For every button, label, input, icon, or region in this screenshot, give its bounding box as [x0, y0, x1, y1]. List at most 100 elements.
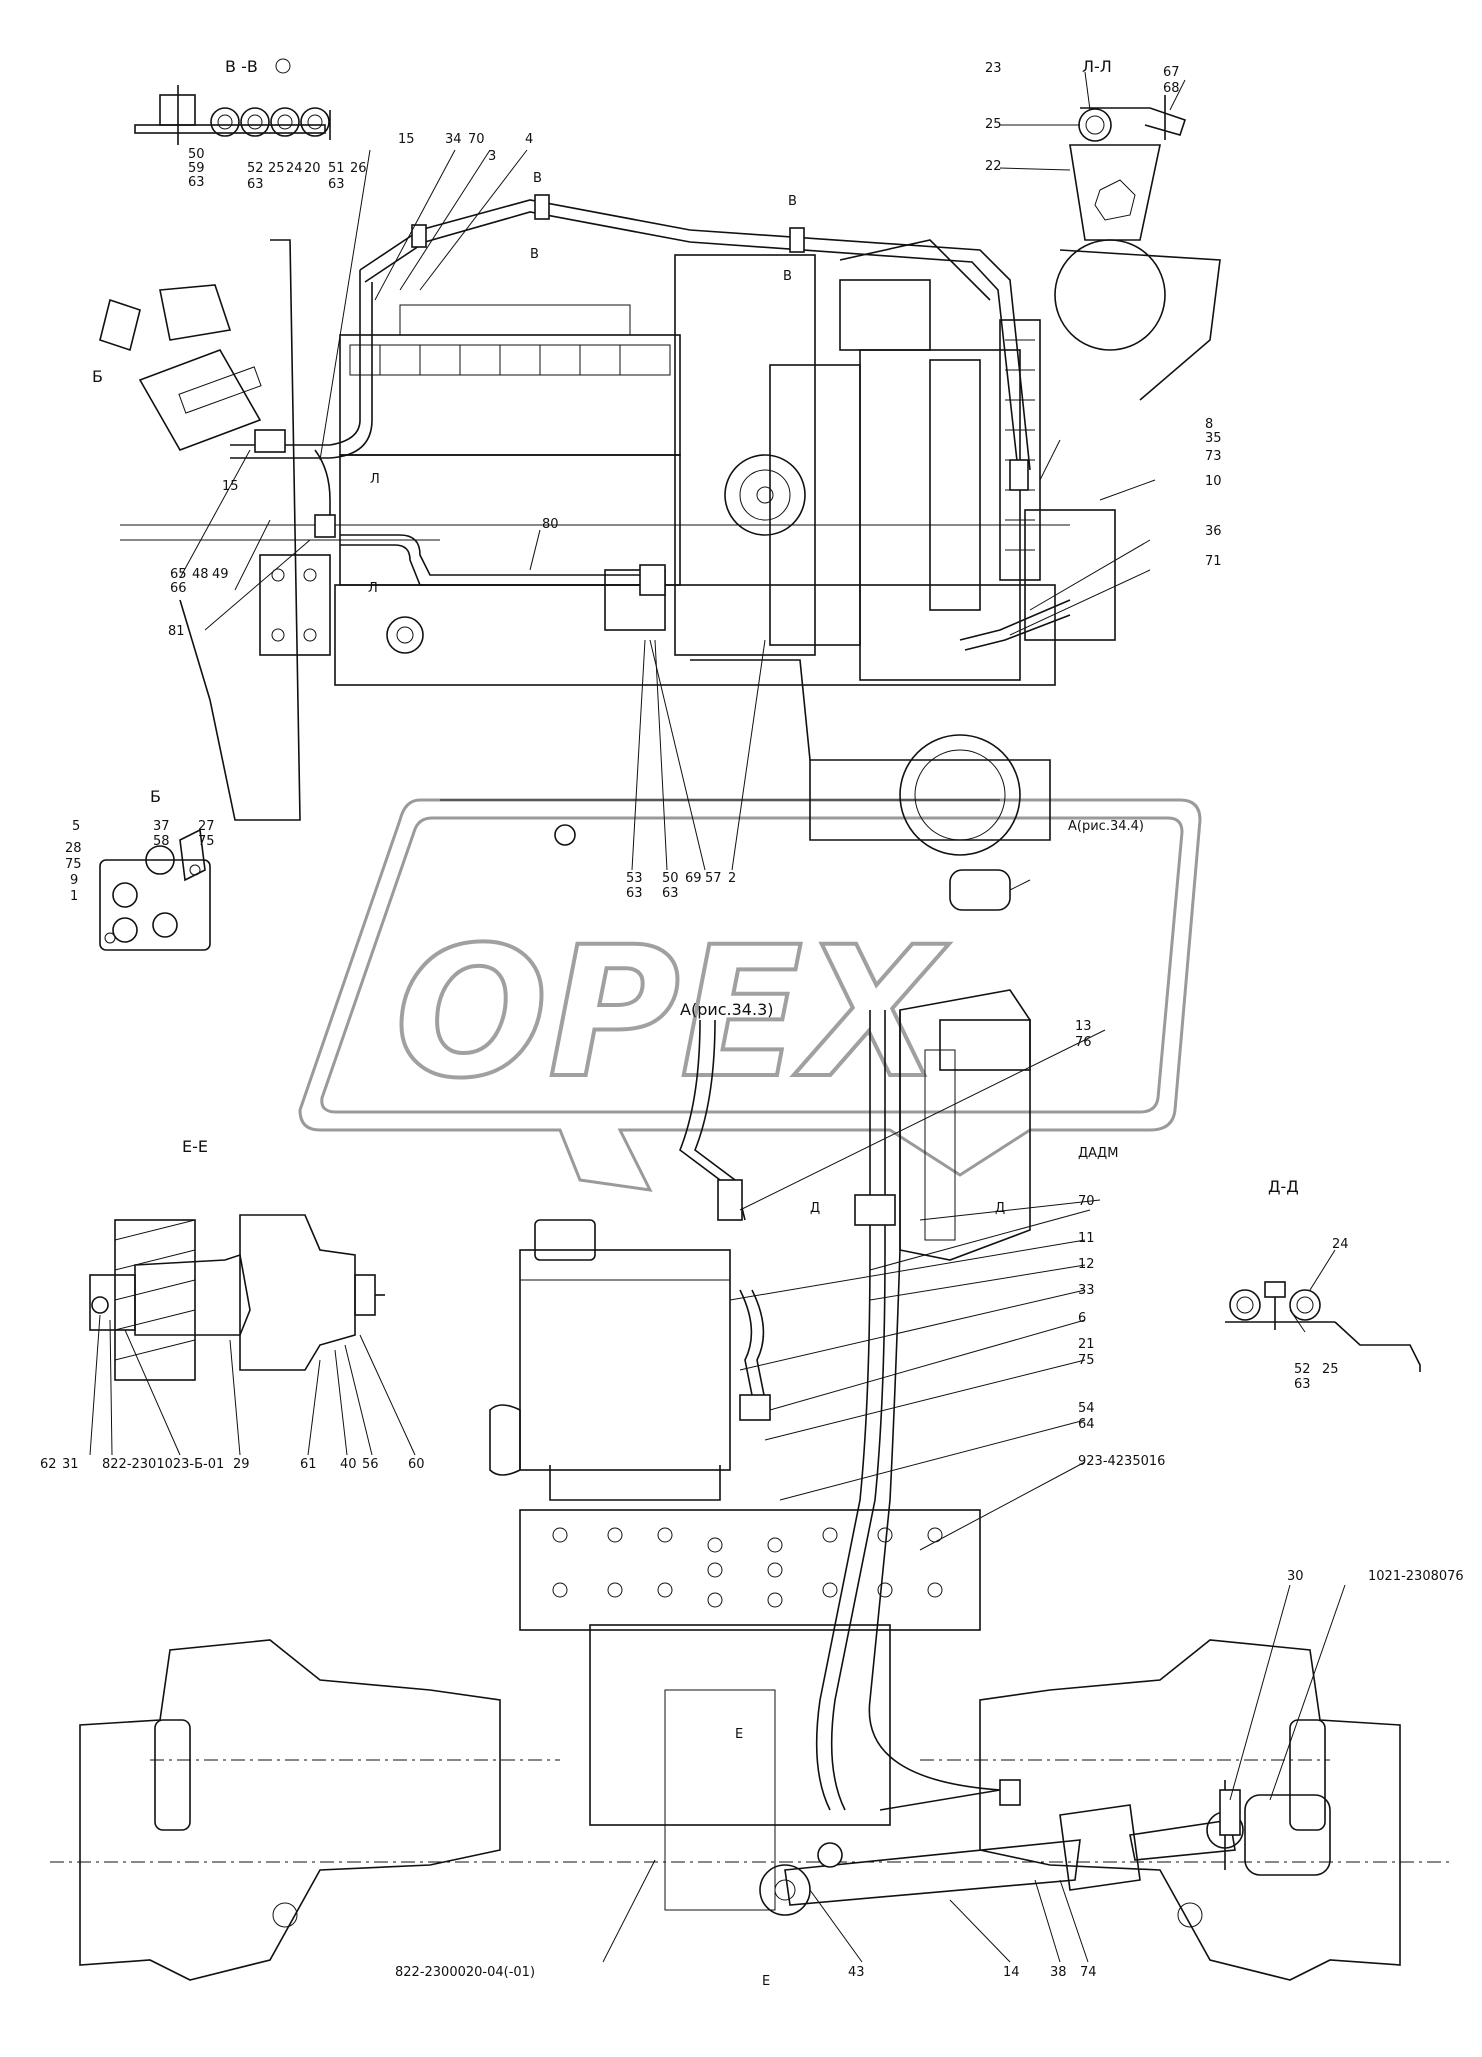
callout-20: 20 — [304, 161, 321, 176]
callout-67: 67 — [1163, 65, 1180, 80]
callout-68: 68 — [1163, 81, 1180, 96]
part-number-822-2301023: 822-2301023-Б-01 — [102, 1457, 224, 1472]
detail-dd — [1225, 1281, 1421, 1372]
callout-1: 1 — [70, 889, 78, 904]
label-dadm: ДАДМ — [1078, 1146, 1118, 1161]
callout-62: 62 — [40, 1457, 57, 1472]
callout-70-a: 70 — [468, 132, 485, 147]
callout-63-e: 63 — [662, 886, 679, 901]
callout-64: 64 — [1078, 1417, 1095, 1432]
callout-21: 21 — [1078, 1337, 1095, 1352]
callout-4: 4 — [525, 132, 533, 147]
watermark: OPEX — [298, 798, 1202, 1192]
callout-13: 13 — [1075, 1019, 1092, 1034]
callout-50-b: 50 — [662, 871, 679, 886]
callout-25-b: 25 — [985, 117, 1002, 132]
callout-33: 33 — [1078, 1283, 1095, 1298]
callout-37: 37 — [153, 819, 170, 834]
section-label-ll: Л-Л — [1082, 57, 1112, 76]
callout-81: 81 — [168, 624, 185, 639]
callout-65: 65 — [170, 567, 187, 582]
marker-v-2: В — [530, 247, 539, 262]
upper-hose-routing — [230, 194, 1071, 651]
callout-56: 56 — [362, 1457, 379, 1472]
callout-73: 73 — [1205, 449, 1222, 464]
callout-11: 11 — [1078, 1231, 1095, 1246]
callout-14: 14 — [1003, 1965, 1020, 1980]
callout-48: 48 — [192, 567, 209, 582]
callout-5: 5 — [72, 819, 80, 834]
section-label-b-side: Б — [92, 367, 103, 386]
callout-63-f: 63 — [1294, 1377, 1311, 1392]
watermark-text: OPEX — [395, 909, 950, 1118]
callout-63-c: 63 — [328, 177, 345, 192]
section-label-ee: Е-Е — [182, 1137, 208, 1156]
marker-e-bottom: Е — [762, 1974, 770, 1989]
engine-block — [99, 239, 1221, 911]
callout-24-a: 24 — [286, 161, 303, 176]
callout-15-a: 15 — [398, 132, 415, 147]
callout-2: 2 — [728, 871, 736, 886]
section-label-b-detail: Б — [150, 787, 161, 806]
callout-63-d: 63 — [626, 886, 643, 901]
callout-27: 27 — [198, 819, 215, 834]
callout-70-b: 70 — [1078, 1194, 1095, 1209]
section-labels: В -В Л-Л Б Б Е-Е Д-Д А(рис.34.4) А(рис.3… — [92, 57, 1299, 1989]
marker-l-2: Л — [368, 581, 378, 596]
callout-25-c: 25 — [1322, 1362, 1339, 1377]
callout-34: 34 — [445, 132, 462, 147]
callout-35: 35 — [1205, 431, 1222, 446]
callout-8: 8 — [1205, 417, 1213, 432]
section-label-vv: В -В — [225, 57, 258, 76]
part-numbers: 822-2301023-Б-01 923-4235016 1021-230807… — [102, 1454, 1464, 1980]
callout-40: 40 — [340, 1457, 357, 1472]
callout-38: 38 — [1050, 1965, 1067, 1980]
callout-76: 76 — [1075, 1035, 1092, 1050]
callout-61: 61 — [300, 1457, 317, 1472]
marker-v-1: В — [533, 171, 542, 186]
callout-15-b: 15 — [222, 479, 239, 494]
callout-63-b: 63 — [247, 177, 264, 192]
callout-71: 71 — [1205, 554, 1222, 569]
callout-54: 54 — [1078, 1401, 1095, 1416]
part-number-822-2300020: 822-2300020-04(-01) — [395, 1965, 535, 1980]
callout-24-b: 24 — [1332, 1237, 1349, 1252]
callout-52-b: 52 — [1294, 1362, 1311, 1377]
callout-52-a: 52 — [247, 161, 264, 176]
callout-49: 49 — [212, 567, 229, 582]
callout-57: 57 — [705, 871, 722, 886]
part-number-1021-2308076: 1021-2308076 — [1368, 1569, 1464, 1584]
callout-10: 10 — [1205, 474, 1222, 489]
marker-v-4: В — [783, 269, 792, 284]
callout-69: 69 — [685, 871, 702, 886]
callout-28: 28 — [65, 841, 82, 856]
callout-31: 31 — [62, 1457, 79, 1472]
detail-vv — [134, 58, 331, 145]
callout-23: 23 — [985, 61, 1002, 76]
callout-9: 9 — [70, 873, 78, 888]
marker-e-top: Е — [735, 1727, 743, 1742]
callout-29: 29 — [233, 1457, 250, 1472]
callout-numbers: 50 59 63 52 63 25 24 20 51 63 26 15 34 7… — [40, 61, 1349, 1980]
detail-ee — [89, 1214, 385, 1381]
marker-d-right: Д — [995, 1201, 1005, 1216]
part-number-923-4235016: 923-4235016 — [1078, 1454, 1165, 1469]
callout-80: 80 — [542, 517, 559, 532]
callout-22: 22 — [985, 159, 1002, 174]
callout-63-a: 63 — [188, 175, 205, 190]
callout-51: 51 — [328, 161, 345, 176]
callout-43: 43 — [848, 1965, 865, 1980]
callout-60: 60 — [408, 1457, 425, 1472]
callout-25-a: 25 — [268, 161, 285, 176]
detail-b — [99, 828, 211, 951]
callout-58: 58 — [153, 834, 170, 849]
callout-75-a: 75 — [198, 834, 215, 849]
callout-50: 50 — [188, 147, 205, 162]
lower-assembly — [50, 989, 1450, 1981]
callout-74: 74 — [1080, 1965, 1097, 1980]
callout-75-b: 75 — [65, 857, 82, 872]
view-ref-a-34-3: А(рис.34.3) — [680, 1000, 774, 1019]
leader-lines — [89, 71, 1346, 1963]
callout-75-c: 75 — [1078, 1353, 1095, 1368]
